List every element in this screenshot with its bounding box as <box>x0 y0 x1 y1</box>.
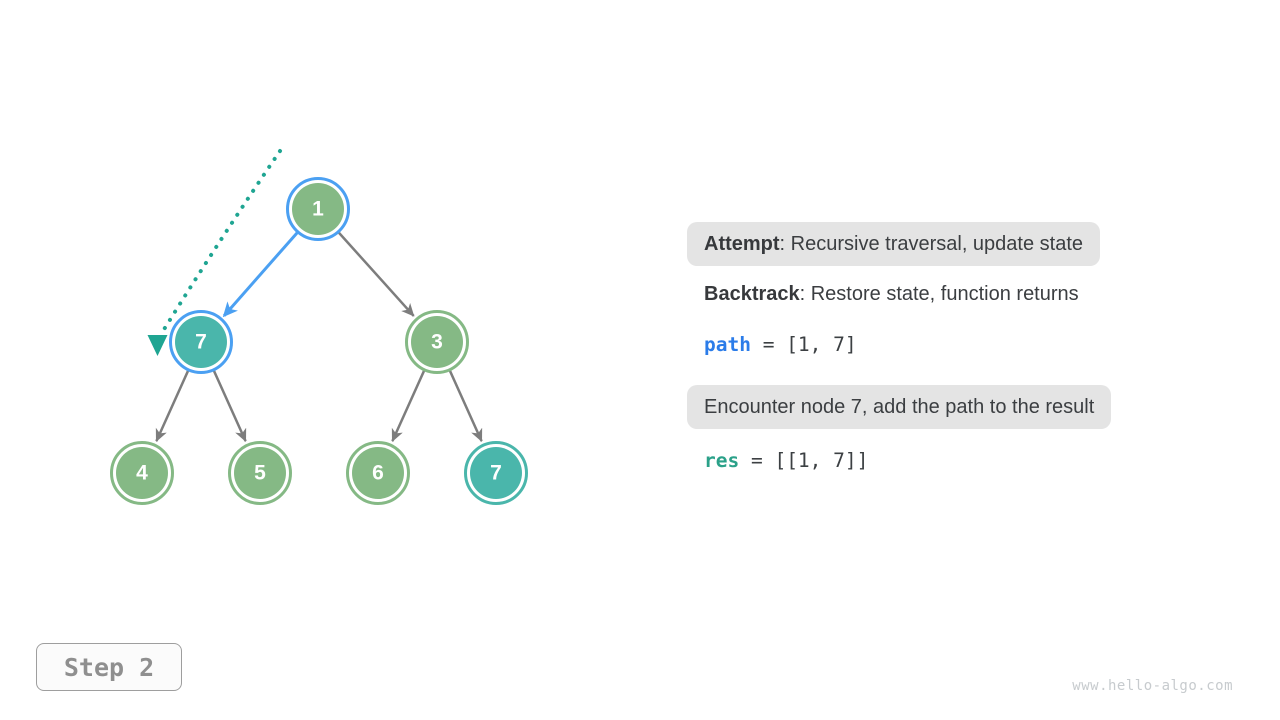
res-variable-value: = [[1, 7]] <box>739 449 869 472</box>
node-value: 5 <box>254 462 266 485</box>
encounter-callout: Encounter node 7, add the path to the re… <box>687 385 1112 429</box>
edge-3-to-7 <box>448 370 483 443</box>
node-disc <box>411 316 463 368</box>
res-state-line: res = [[1, 7]] <box>704 439 868 483</box>
node-ring <box>286 177 350 241</box>
attempt-label: Attempt <box>704 233 780 255</box>
step-badge: Step 2 <box>36 643 182 691</box>
node-disc <box>116 447 168 499</box>
node-disc <box>175 316 227 368</box>
edge-1-to-7-highlighted <box>222 231 299 318</box>
binary-tree-diagram: 1 7 3 4 5 6 <box>110 149 528 505</box>
path-state-line: path = [1, 7] <box>704 323 857 367</box>
node-value: 4 <box>136 462 148 485</box>
res-variable-name: res <box>704 449 740 472</box>
tree-node-6: 6 <box>346 441 410 505</box>
node-disc <box>470 447 522 499</box>
tree-node-5: 5 <box>228 441 292 505</box>
attempt-text: : Recursive traversal, update state <box>779 233 1084 255</box>
node-ring <box>405 310 469 374</box>
edge-7-to-4 <box>155 370 190 443</box>
node-value: 7 <box>195 331 207 354</box>
node-disc <box>234 447 286 499</box>
encounter-text: Encounter node 7, add the path to the re… <box>704 396 1095 418</box>
watermark: www.hello-algo.com <box>1072 678 1233 694</box>
node-value: 6 <box>372 462 384 485</box>
node-ring <box>169 310 233 374</box>
node-ring <box>346 441 410 505</box>
node-value: 1 <box>312 198 324 221</box>
attempt-callout: Attempt: Recursive traversal, update sta… <box>687 222 1101 266</box>
node-ring <box>464 441 528 505</box>
node-value: 7 <box>490 462 502 485</box>
tree-node-7-right: 7 <box>464 441 528 505</box>
node-disc <box>292 183 344 235</box>
backtrack-line: Backtrack: Restore state, function retur… <box>704 272 1079 316</box>
node-ring <box>110 441 174 505</box>
node-disc <box>352 447 404 499</box>
backtrack-label: Backtrack <box>704 283 800 305</box>
edge-3-to-6 <box>391 370 426 443</box>
edge-1-to-3 <box>337 231 415 317</box>
node-value: 3 <box>431 331 443 354</box>
backtrack-text: : Restore state, function returns <box>799 283 1079 305</box>
step-label: Step 2 <box>63 652 155 682</box>
tree-node-7-left: 7 <box>169 310 233 374</box>
backtrack-trace-arrowhead-icon <box>147 335 168 356</box>
tree-node-3: 3 <box>405 310 469 374</box>
tree-node-4: 4 <box>110 441 174 505</box>
path-variable-value: = [1, 7] <box>750 333 857 356</box>
tree-node-1: 1 <box>286 177 350 241</box>
backtrack-trace-dotted-path <box>161 149 282 333</box>
path-variable-name: path <box>704 333 751 356</box>
edge-7-to-5 <box>212 370 247 443</box>
node-ring <box>228 441 292 505</box>
